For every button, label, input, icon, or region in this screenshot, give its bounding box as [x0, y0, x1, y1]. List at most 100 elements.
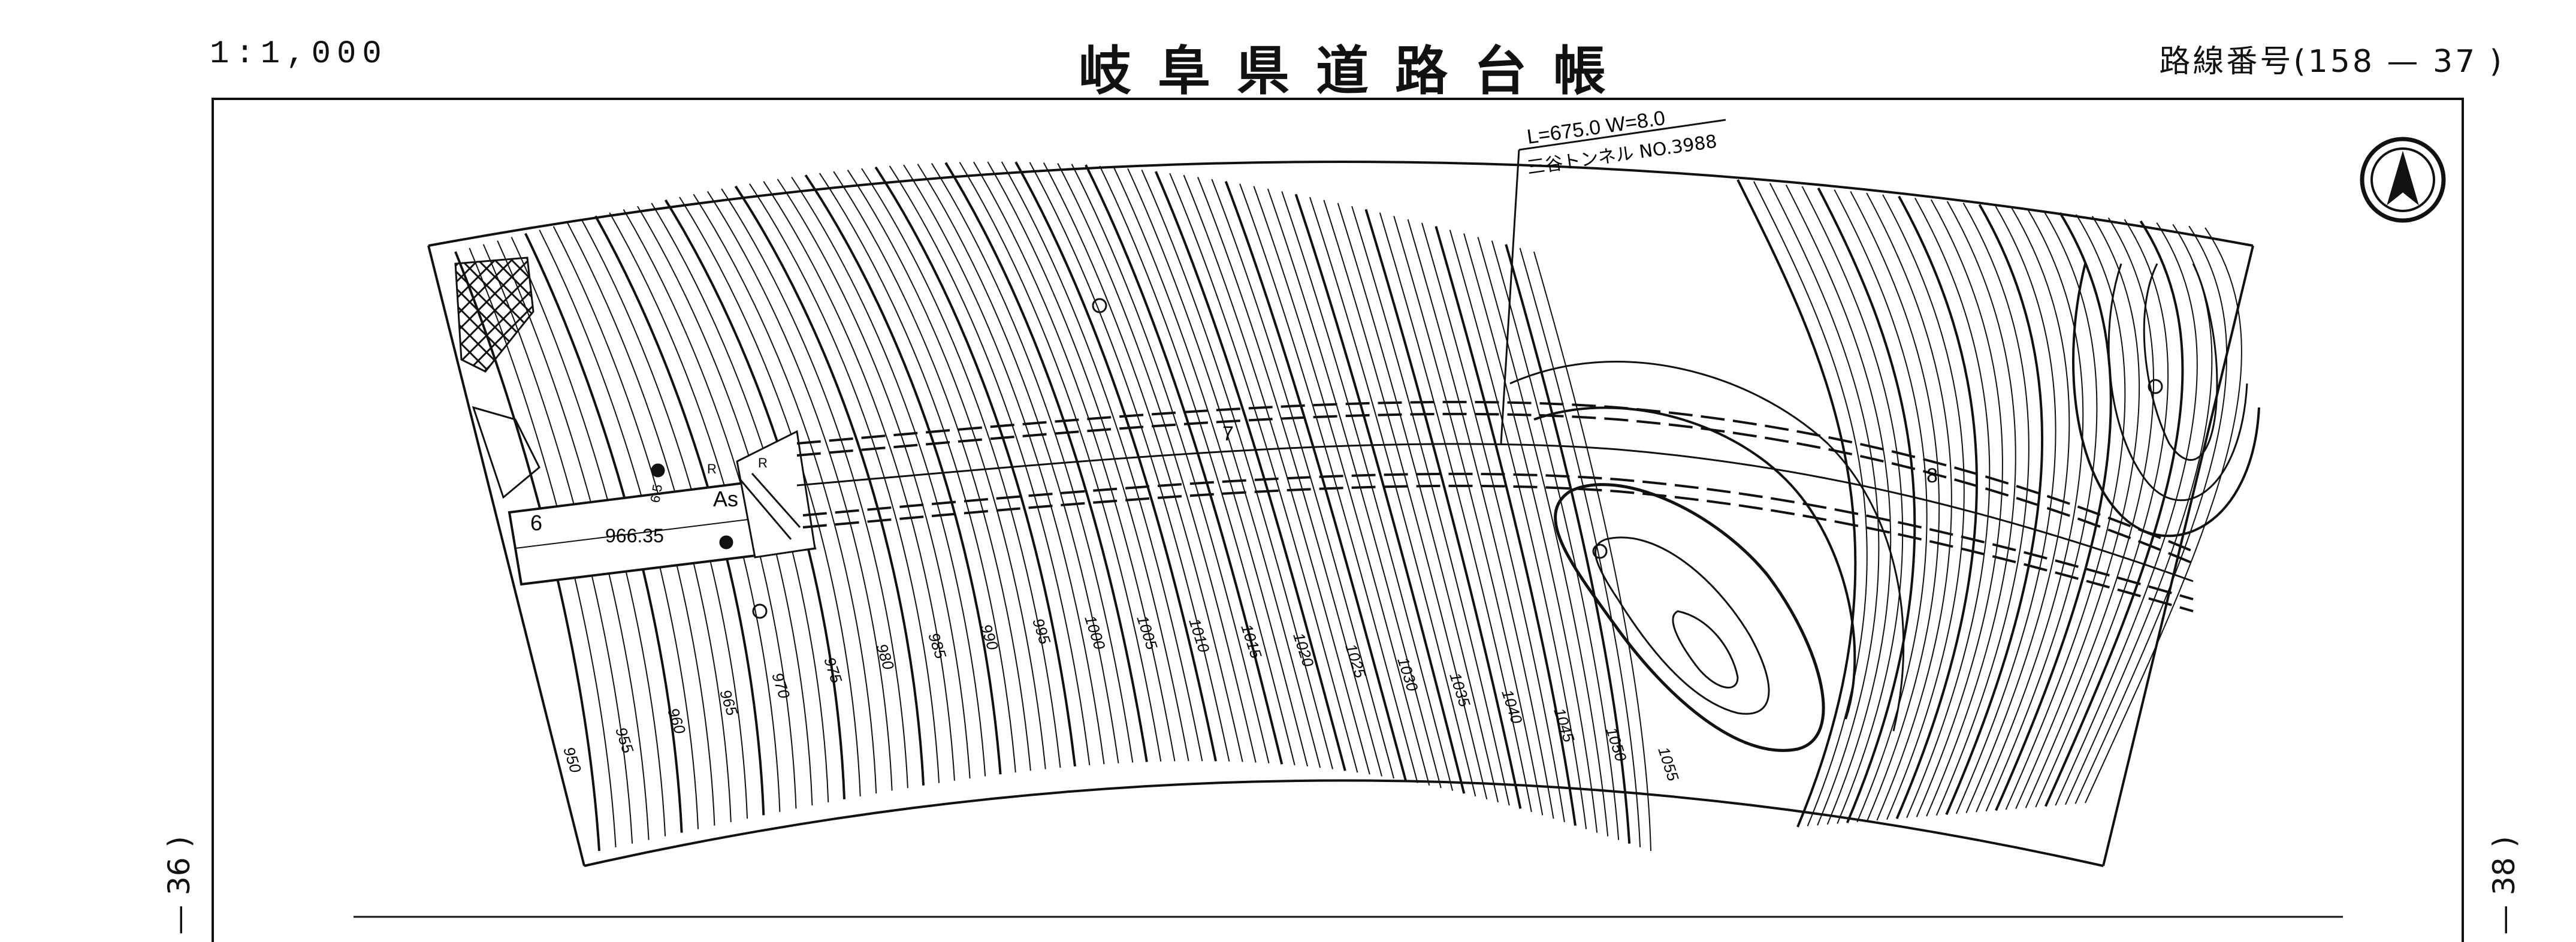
contour-line: [1895, 195, 1978, 819]
contour-line: [1435, 226, 1577, 826]
contour-line: [819, 173, 1016, 773]
contour-line: [1071, 164, 1270, 763]
contour-line: [1253, 186, 1430, 786]
contour-line: [1463, 233, 1598, 833]
contour-line: [1491, 240, 1620, 840]
contour-line: [804, 174, 1002, 775]
contour-line: [1985, 210, 2098, 812]
contour-line: [1935, 203, 2030, 816]
contour-line: [1916, 199, 2003, 817]
contour-line: [1449, 230, 1587, 829]
contour-line: [1533, 251, 1651, 852]
contour-line: [2005, 214, 2126, 810]
contour-label: 1000: [1081, 613, 1109, 652]
contour-line: [1323, 200, 1488, 800]
contour-label: 965: [716, 687, 741, 718]
road: [508, 430, 817, 586]
contour-line: [1477, 237, 1609, 837]
contour-line: [1127, 168, 1321, 768]
contour-line: [734, 185, 925, 786]
contour-line: [1965, 207, 2070, 813]
elevation-point: 966.35: [605, 525, 664, 547]
contour-line: [1882, 194, 1965, 820]
contour-line: [874, 166, 1076, 767]
contour-label: 985: [925, 630, 950, 661]
dimension-c: R: [758, 455, 768, 470]
contour-label: 960: [664, 706, 689, 736]
contour-line: [861, 168, 1061, 768]
contour-line: [931, 162, 1134, 763]
surface-label: As: [713, 487, 738, 511]
hilltop-contours: [1509, 263, 2260, 752]
contour-line: [1309, 197, 1476, 797]
contour-line: [1085, 164, 1284, 765]
route-number: 路線番号(158 — 37 ): [2159, 44, 2504, 80]
contour-line: [1976, 209, 2084, 813]
benchmark-symbols: [651, 298, 2163, 619]
contour-line: [1817, 187, 1916, 823]
contour-line: [1281, 191, 1454, 791]
station-6: 6: [530, 511, 542, 535]
contour-line: [1267, 188, 1442, 789]
contour-line: [1294, 194, 1466, 794]
contour-line: [1906, 197, 1991, 819]
contour-line: [2035, 219, 2169, 808]
contour-line: [1505, 244, 1631, 844]
north-arrow-icon: [2360, 137, 2446, 223]
contour-line: [1737, 179, 1857, 828]
contour-line: [721, 188, 908, 789]
contour-line: [1866, 192, 1952, 821]
contour-label: 1030: [1394, 655, 1422, 694]
contour-line: [973, 161, 1176, 762]
contour-line: [2074, 225, 2228, 804]
dimension-a: 6.5: [647, 483, 665, 503]
contour-line: [2015, 216, 2140, 810]
contour-line: [1113, 167, 1309, 767]
contour-label: 1045: [1550, 706, 1578, 745]
contour-line: [917, 164, 1119, 763]
contour-line: [1379, 212, 1532, 813]
contour-line: [1753, 181, 1868, 827]
contour-line: [679, 197, 861, 796]
contour-line: [2044, 220, 2184, 807]
contour-line: [1519, 247, 1641, 847]
terrain-outline: [472, 406, 540, 499]
station-7: 7: [1222, 422, 1234, 445]
dimension-b: R: [707, 461, 717, 476]
contour-line: [693, 194, 877, 794]
contour-label: 980: [872, 642, 898, 672]
contour-line: [1407, 219, 1554, 819]
contour-line: [847, 170, 1046, 769]
contour-label: 1005: [1133, 613, 1161, 652]
road-centerline: [796, 443, 2194, 582]
contour-line: [1421, 222, 1565, 823]
contour-line: [1211, 179, 1395, 779]
contour-line: [1057, 163, 1257, 763]
contour-line: [1043, 162, 1243, 762]
contour-line: [1351, 206, 1510, 806]
tunnel-leader: [1500, 119, 1726, 444]
map-scale: 1:1,000: [210, 36, 388, 73]
contour-label: 990: [977, 622, 1002, 653]
contour-line: [1141, 170, 1334, 769]
tunnel-lines: [796, 400, 2194, 612]
contour-line: [1337, 203, 1499, 803]
contour-line: [1154, 171, 1346, 771]
contour-line: [1393, 216, 1544, 816]
contour-line: [1001, 161, 1203, 762]
contour-line: [1197, 177, 1382, 777]
contour-label: 1050: [1602, 725, 1630, 764]
contour-line: [706, 191, 893, 791]
station-8: 8: [1926, 464, 1938, 487]
contour-label: 1055: [1654, 745, 1683, 784]
hatched-slope: [454, 256, 534, 373]
contour-line: [903, 164, 1105, 765]
page-title: 岐阜県道路台帳: [1079, 40, 1633, 102]
contour-label: 955: [612, 725, 637, 756]
sheet-boundary: [427, 161, 2254, 867]
map-frame: [212, 98, 2464, 942]
contour-line: [944, 162, 1148, 762]
contour-line: [987, 161, 1189, 762]
contour-line: [2055, 222, 2198, 806]
